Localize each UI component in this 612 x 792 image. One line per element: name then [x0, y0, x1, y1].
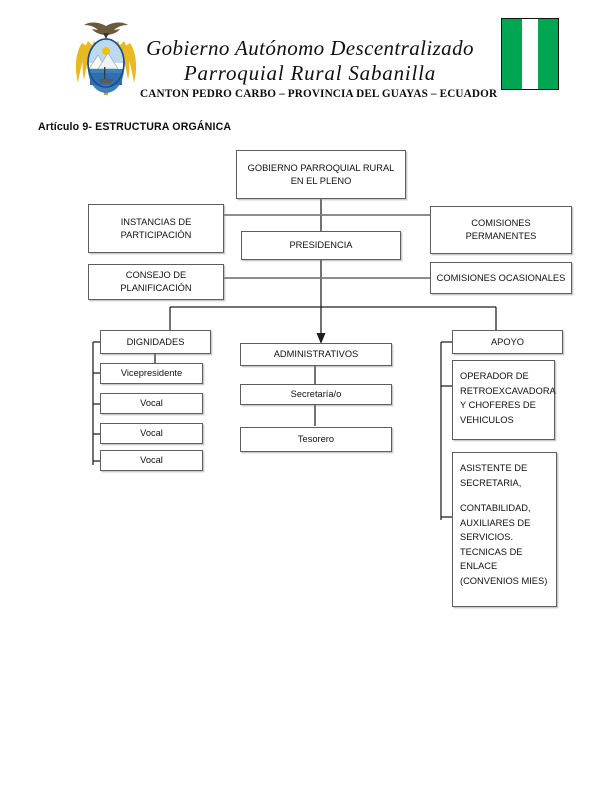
node-apoyo[interactable]: APOYO	[452, 330, 563, 354]
node-instancias-participacion[interactable]: INSTANCIAS DE PARTICIPACIÓN	[88, 204, 224, 253]
node-operador-retroexcavadora[interactable]: OPERADOR DE RETROEXCAVADORA Y CHOFERES D…	[452, 360, 556, 440]
sabanilla-flag-icon	[501, 18, 559, 90]
node-vocal-2[interactable]: Vocal	[100, 423, 203, 444]
node-vocal-3[interactable]: Vocal	[100, 450, 203, 471]
node-tesorero[interactable]: Tesorero	[240, 427, 392, 452]
asistente-line-1: ASISTENTE DE SECRETARIA,	[460, 463, 528, 488]
node-comisiones-permanentes[interactable]: COMISIONES PERMANENTES	[430, 206, 572, 254]
org-subtitle: CANTON PEDRO CARBO – PROVINCIA DEL GUAYA…	[140, 88, 498, 100]
ecuador-coat-of-arms-icon	[75, 22, 137, 95]
node-dignidades[interactable]: DIGNIDADES	[100, 330, 211, 354]
asistente-line-2: CONTABILIDAD, AUXILIARES DE SERVICIOS. T…	[460, 503, 548, 586]
letterhead: Gobierno Autónomo Descentralizado Parroq…	[0, 0, 612, 112]
org-title-line-2: Parroquial Rural Sabanilla	[183, 61, 437, 85]
flag-stripe-green-right	[538, 19, 558, 89]
node-vocal-1[interactable]: Vocal	[100, 393, 203, 414]
node-secretaria[interactable]: Secretaría/o	[240, 384, 392, 405]
node-asistente-secretaria[interactable]: ASISTENTE DE SECRETARIA, CONTABILIDAD, A…	[452, 452, 557, 607]
title-block: Gobierno Autónomo Descentralizado Parroq…	[140, 36, 498, 100]
node-presidencia[interactable]: PRESIDENCIA	[241, 231, 401, 260]
node-gobierno-parroquial-pleno[interactable]: GOBIERNO PARROQUIAL RURAL EN EL PLENO	[236, 150, 406, 199]
node-vicepresidente[interactable]: Vicepresidente	[100, 363, 203, 384]
page-title: Artículo 9- ESTRUCTURA ORGÁNICA	[38, 121, 232, 133]
node-administrativos[interactable]: ADMINISTRATIVOS	[240, 343, 392, 366]
flag-stripe-green-left	[502, 19, 522, 89]
flag-stripe-white	[521, 19, 539, 89]
node-comisiones-ocasionales[interactable]: COMISIONES OCASIONALES	[430, 262, 572, 294]
node-consejo-planificacion[interactable]: CONSEJO DE PLANIFICACIÓN	[88, 264, 224, 300]
org-title-line-1: Gobierno Autónomo Descentralizado	[146, 36, 474, 60]
